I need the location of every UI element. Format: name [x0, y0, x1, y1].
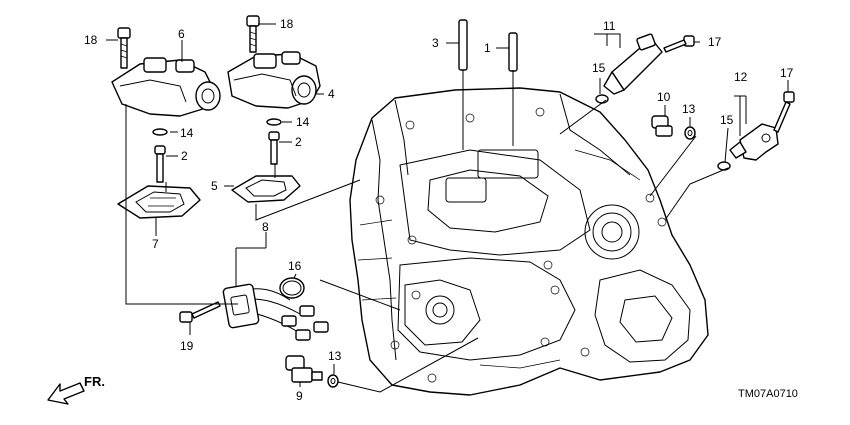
transmission-housing [349, 87, 709, 396]
callout-labels: 1 2 2 3 4 5 6 7 8 9 10 11 12 13 13 14 14… [84, 17, 794, 403]
dowel-pin-3 [458, 19, 468, 71]
pressure-switch-10 [651, 115, 673, 137]
callout-18: 18 [84, 33, 98, 47]
callout-14: 14 [180, 126, 194, 140]
callout-16: 16 [288, 259, 302, 273]
speed-sensor-12 [729, 123, 779, 161]
callout-10: 10 [657, 90, 671, 104]
o-ring-16 [279, 277, 305, 299]
callout-2: 2 [295, 135, 302, 149]
leader-lines [106, 23, 789, 393]
front-direction-label: FR. [84, 374, 105, 389]
front-direction-indicator: FR. [47, 374, 105, 405]
pressure-switch-9 [285, 355, 323, 383]
callout-15: 15 [592, 61, 606, 75]
callout-18: 18 [280, 17, 294, 31]
callout-13: 13 [328, 349, 342, 363]
diagram-code: TM07A0710 [738, 388, 798, 400]
dowel-pin-1 [508, 32, 518, 72]
o-ring-15-lower [717, 161, 731, 171]
wire-harness-8 [222, 283, 329, 341]
callout-1: 1 [484, 41, 491, 55]
solenoid-valve-6 [111, 57, 221, 117]
callout-7: 7 [152, 237, 159, 251]
filter-gasket-5 [231, 175, 301, 203]
bolt-19 [179, 301, 221, 323]
callout-15: 15 [720, 113, 734, 127]
bolt-2-left [154, 145, 166, 183]
callout-12: 12 [734, 70, 748, 84]
o-ring-15-upper [595, 94, 609, 104]
o-ring-14-right [266, 118, 282, 126]
o-ring-14-left [152, 128, 168, 136]
callout-13: 13 [682, 102, 696, 116]
callout-5: 5 [211, 179, 218, 193]
callout-14: 14 [296, 115, 310, 129]
bolt-18-left [117, 27, 131, 69]
callout-6: 6 [178, 27, 185, 41]
callout-9: 9 [296, 389, 303, 403]
bolt-18-right [246, 15, 260, 53]
callout-19: 19 [180, 339, 194, 353]
bolt-17-upper [663, 35, 695, 53]
speed-sensor-11 [603, 33, 663, 95]
bolt-2-right [268, 131, 280, 165]
bolt-17-lower [773, 91, 795, 133]
callout-4: 4 [328, 87, 335, 101]
callout-3: 3 [432, 36, 439, 50]
callout-17: 17 [708, 35, 722, 49]
washer-13-upper [684, 126, 696, 140]
solenoid-valve-4 [227, 51, 321, 109]
callout-17: 17 [780, 66, 794, 80]
callout-2: 2 [181, 149, 188, 163]
callout-11: 11 [603, 19, 616, 33]
filter-gasket-7 [117, 185, 201, 219]
front-arrow-icon [47, 382, 85, 405]
callout-8: 8 [262, 220, 269, 234]
washer-13-lower [327, 374, 339, 388]
